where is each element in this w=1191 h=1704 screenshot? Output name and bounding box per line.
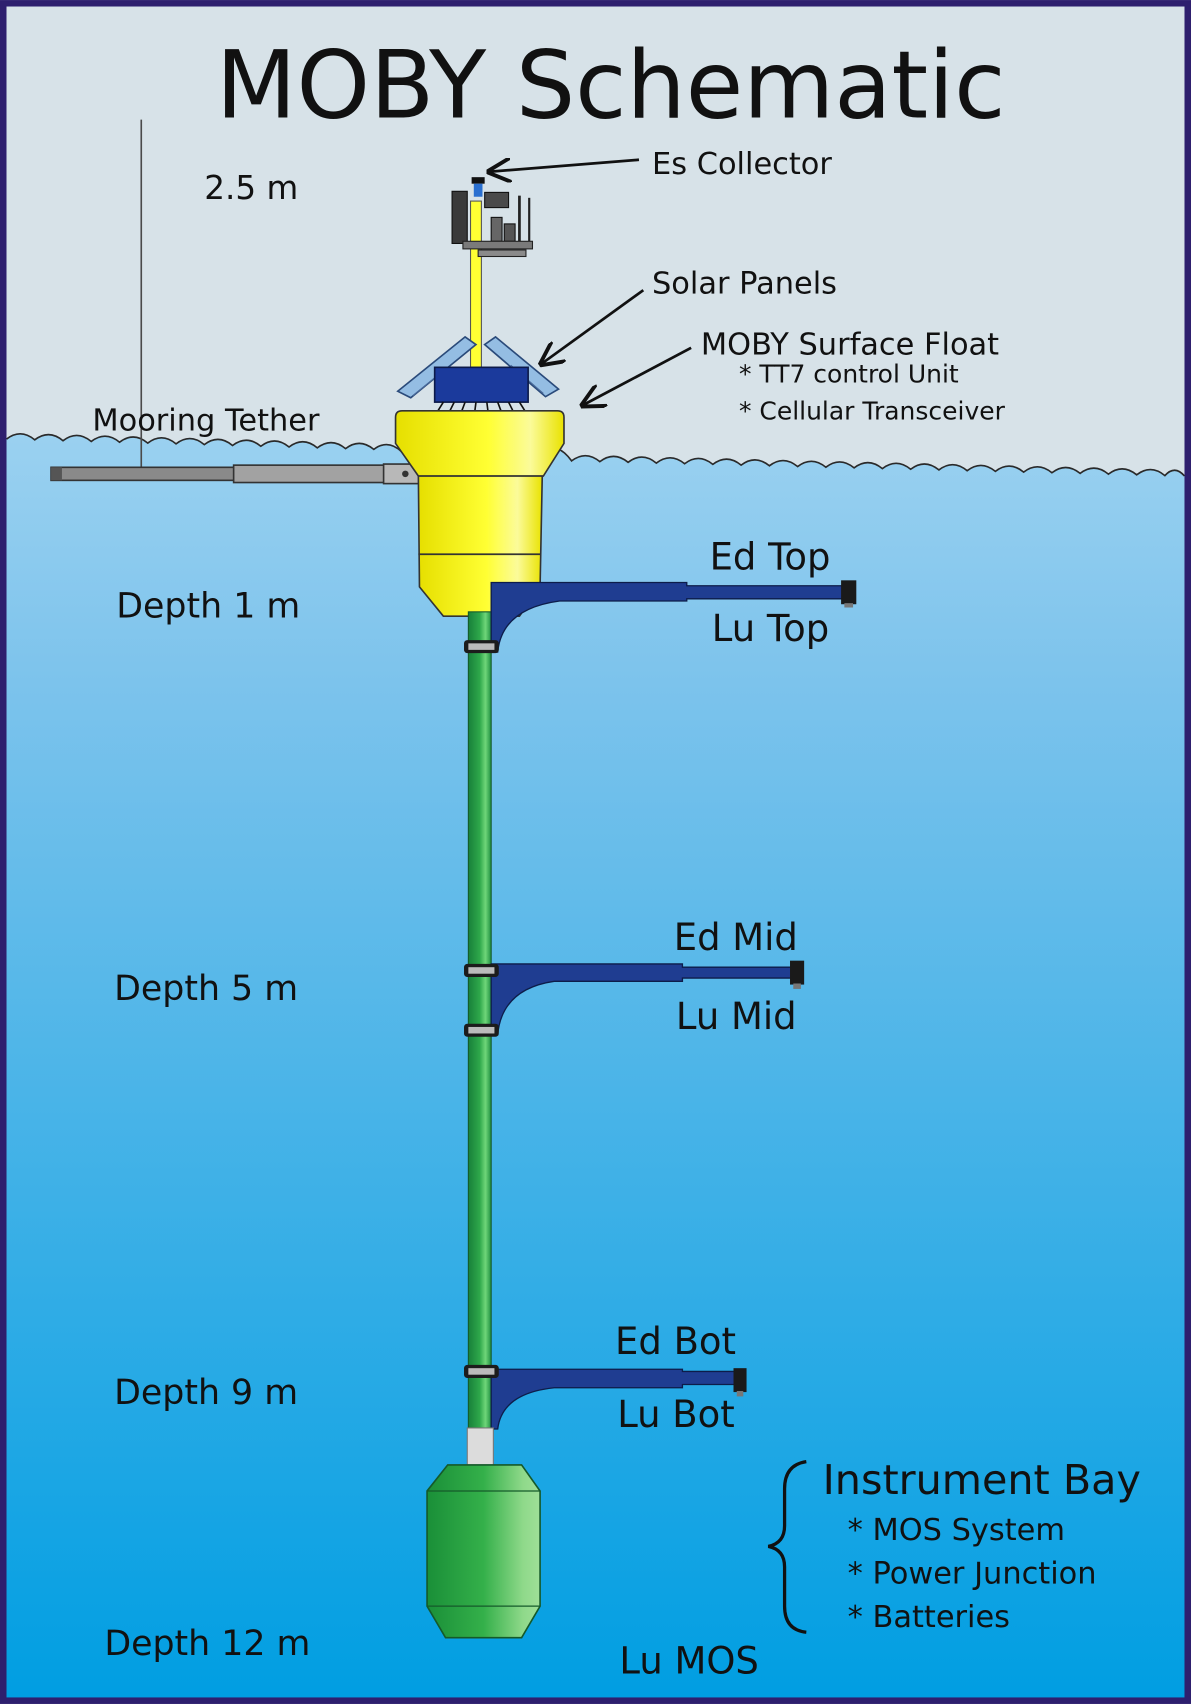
arm-bot-sensor <box>733 1368 747 1393</box>
instrument-bay-housing <box>426 1464 541 1639</box>
arm-mid-sensor <box>790 960 805 985</box>
surface-float-arrow <box>582 346 692 406</box>
solar-panels-label: Solar Panels <box>652 266 837 301</box>
arm-bot <box>490 1368 747 1430</box>
depth-label-12m: Depth 12 m <box>104 1624 310 1664</box>
bay-item-power-junction: * Power Junction <box>848 1556 1097 1591</box>
float-hatch <box>437 401 526 412</box>
arm-bot-lu-label: Lu Bot <box>617 1393 735 1436</box>
water-surface-line <box>6 433 1186 477</box>
sky-background <box>6 6 1185 477</box>
tether-bolt <box>402 470 409 478</box>
arm-mid-lu-label: Lu Mid <box>676 995 797 1038</box>
pole-clamps <box>464 640 499 1378</box>
arm-bot-ed-label: Ed Bot <box>615 1320 736 1363</box>
es-collector-label: Es Collector <box>652 147 832 182</box>
tether-end-cap <box>51 467 62 481</box>
bay-item-batteries: * Batteries <box>848 1600 1010 1635</box>
height-label: 2.5 m <box>204 169 298 207</box>
page-title: MOBY Schematic <box>216 31 1006 140</box>
control-unit-box <box>433 366 529 403</box>
pole-clamp-band <box>468 1368 495 1375</box>
pole-clamp-band <box>468 1026 495 1034</box>
es-base-plate <box>477 249 527 258</box>
es-sensor-head <box>473 183 483 197</box>
es-housing-top <box>484 191 510 209</box>
es-housing-small <box>503 223 516 242</box>
pole-clamp-band <box>468 643 495 650</box>
surface-float-label: MOBY Surface Float <box>701 327 999 362</box>
tether-bar <box>50 466 237 482</box>
es-sensor-cap <box>471 177 485 184</box>
arm-top-sensor-tip <box>844 603 854 608</box>
instrument-bay-brace <box>767 1460 807 1634</box>
mooring-tether-label: Mooring Tether <box>92 403 320 438</box>
bay-connector <box>466 1427 494 1466</box>
tether-sleeve <box>232 464 387 484</box>
es-collector <box>451 177 534 258</box>
arm-bot-sensor-tip <box>736 1390 744 1397</box>
arm-top-sensor <box>841 580 857 605</box>
depth-label-9m: Depth 9 m <box>114 1373 298 1413</box>
float-item-control-unit: * TT7 control Unit <box>739 360 959 389</box>
es-housing-left <box>451 190 468 245</box>
surface-float-lower <box>417 475 544 618</box>
lu-mos-label: Lu MOS <box>619 1640 758 1683</box>
depth-label-5m: Depth 5 m <box>114 969 298 1009</box>
solar-panels-arrow <box>541 289 645 364</box>
arm-mid-ed-label: Ed Mid <box>674 916 798 959</box>
es-housing-mid <box>490 216 503 242</box>
bay-item-mos-system: * MOS System <box>848 1513 1065 1548</box>
float-item-transceiver: * Cellular Transceiver <box>739 397 1006 426</box>
pole-clamp-band <box>468 967 495 974</box>
surface-float-upper <box>394 409 565 477</box>
arm-mid-sensor-tip <box>793 983 801 989</box>
arm-top-lu-label: Lu Top <box>712 607 829 650</box>
instrument-pole <box>467 611 492 1430</box>
es-collector-arrow <box>489 160 640 172</box>
es-platform <box>462 240 534 250</box>
depth-label-1m: Depth 1 m <box>116 586 300 626</box>
arm-top-ed-label: Ed Top <box>710 535 831 578</box>
mooring-tether <box>50 463 422 485</box>
instrument-bay-title: Instrument Bay <box>823 1456 1141 1504</box>
